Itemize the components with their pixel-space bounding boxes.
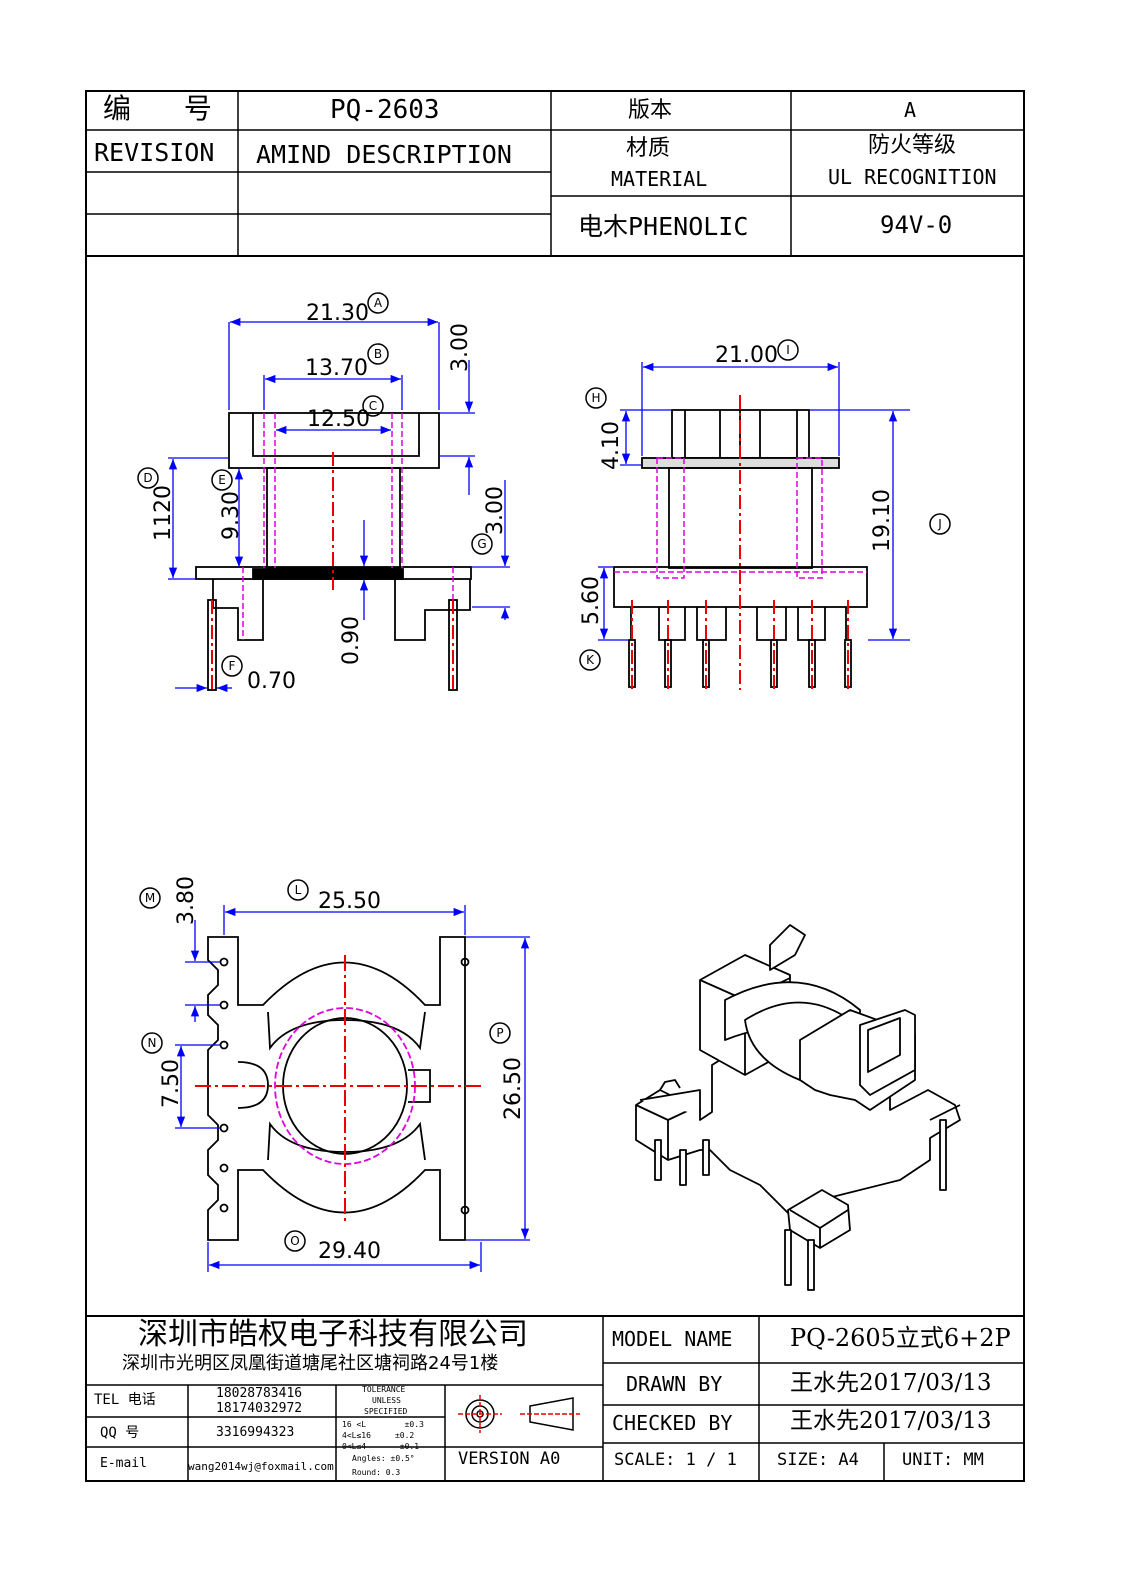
tag-j: J [937, 517, 942, 531]
dim-m: 3.80 [174, 876, 199, 925]
qq-label: QQ 号 [100, 1425, 140, 1441]
dim-p: 26.50 [501, 1057, 526, 1120]
tag-k: K [586, 653, 595, 667]
tel-label: TEL 电话 [94, 1392, 156, 1408]
projection-symbol-icon [458, 1395, 580, 1433]
dim-top: 3.00 [448, 323, 473, 372]
tag-n: N [148, 1036, 157, 1050]
ul-cn: 防火等级 [868, 133, 957, 158]
tag-g: G [477, 537, 486, 551]
material-cn: 材质 [626, 136, 671, 161]
company-address: 深圳市光明区凤凰街道塘尾社区塘祠路24号1楼 [122, 1353, 499, 1374]
tolerance-row-5: Round: 0.3 [352, 1468, 401, 1477]
dim-f: 0.70 [247, 669, 296, 694]
tag-c: C [369, 399, 377, 413]
tag-f: F [229, 659, 236, 673]
scale-label: SCALE: 1 / 1 [614, 1450, 737, 1470]
dim-k: 5.60 [579, 576, 604, 625]
tolerance-row-1: 16 <L ±0.3 [342, 1420, 424, 1429]
dim-i: 21.00 [715, 343, 778, 368]
email-label: E-mail [100, 1456, 147, 1471]
dim-c: 12.50 [307, 407, 370, 432]
drawn-by-label: DRAWN BY [626, 1372, 723, 1396]
tolerance-row-4: Angles: ±0.5° [352, 1454, 415, 1463]
tolerance-title-2: UNLESS [372, 1396, 401, 1405]
tag-m: M [145, 891, 155, 905]
tag-l: L [295, 883, 302, 897]
title-block-grid [85, 1315, 1025, 1482]
model-name-label: MODEL NAME [612, 1327, 733, 1351]
ul-value: 94V-0 [880, 211, 953, 239]
dim-e: 9.30 [219, 491, 244, 540]
unit-label: UNIT: MM [902, 1450, 984, 1470]
tag-o: O [290, 1234, 299, 1248]
version-a0: VERSION A0 [458, 1449, 561, 1469]
bottom-view [207, 936, 470, 1241]
tel-2: 18174032972 [216, 1401, 303, 1416]
material-value: 电木PHENOLIC [578, 212, 749, 241]
checked-by-value: 王水先2017/03/13 [790, 1408, 992, 1434]
revision-label: REVISION [94, 138, 215, 167]
dim-n: 7.50 [159, 1059, 184, 1108]
size-label: SIZE: A4 [777, 1450, 859, 1470]
header-grid [85, 90, 1025, 257]
tag-d: D [143, 471, 152, 485]
dim-l: 25.50 [318, 889, 381, 914]
version-value: A [904, 98, 917, 122]
tolerance-row-2: 4<L≤16 ±0.2 [342, 1431, 415, 1440]
version-label: 版本 [628, 98, 673, 123]
material-en: MATERIAL [611, 167, 708, 191]
tag-b: B [374, 347, 382, 361]
drawn-by-value: 王水先2017/03/13 [790, 1370, 992, 1396]
tolerance-title-3: SPECIFIED [364, 1407, 408, 1416]
code-value: PQ-2603 [330, 95, 440, 125]
qq-value: 3316994323 [216, 1425, 295, 1440]
dim-j: 19.10 [870, 489, 895, 552]
dim-a: 21.30 [306, 301, 369, 326]
tag-p: P [496, 1026, 503, 1040]
isometric-view [635, 924, 961, 1291]
code-label: 编 号 [103, 92, 234, 125]
model-name-value: PQ-2605立式6+2P [790, 1324, 1011, 1352]
dim-g: 3.00 [483, 486, 508, 535]
dim-d: 1120 [151, 485, 176, 541]
tel-1: 18028783416 [216, 1386, 303, 1401]
ul-en: UL RECOGNITION [828, 165, 997, 189]
amind-label: AMIND DESCRIPTION [256, 140, 512, 169]
dim-o: 29.40 [318, 1239, 381, 1264]
company-name: 深圳市皓权电子科技有限公司 [138, 1317, 528, 1352]
tag-h: H [591, 391, 600, 405]
dim-b: 13.70 [305, 356, 368, 381]
checked-by-label: CHECKED BY [612, 1411, 733, 1435]
dim-h: 4.10 [599, 421, 624, 470]
drawing-frame [85, 90, 1025, 1482]
dim-gap: 0.90 [339, 616, 364, 665]
tag-e: E [218, 473, 226, 487]
tag-a: A [374, 296, 383, 310]
tolerance-title: TOLERANCE [362, 1385, 406, 1394]
email-value: wang2014wj@foxmail.com [188, 1460, 334, 1473]
tolerance-row-3: 0<L≤4 ±0.1 [342, 1442, 420, 1451]
tag-i: I [786, 343, 790, 357]
